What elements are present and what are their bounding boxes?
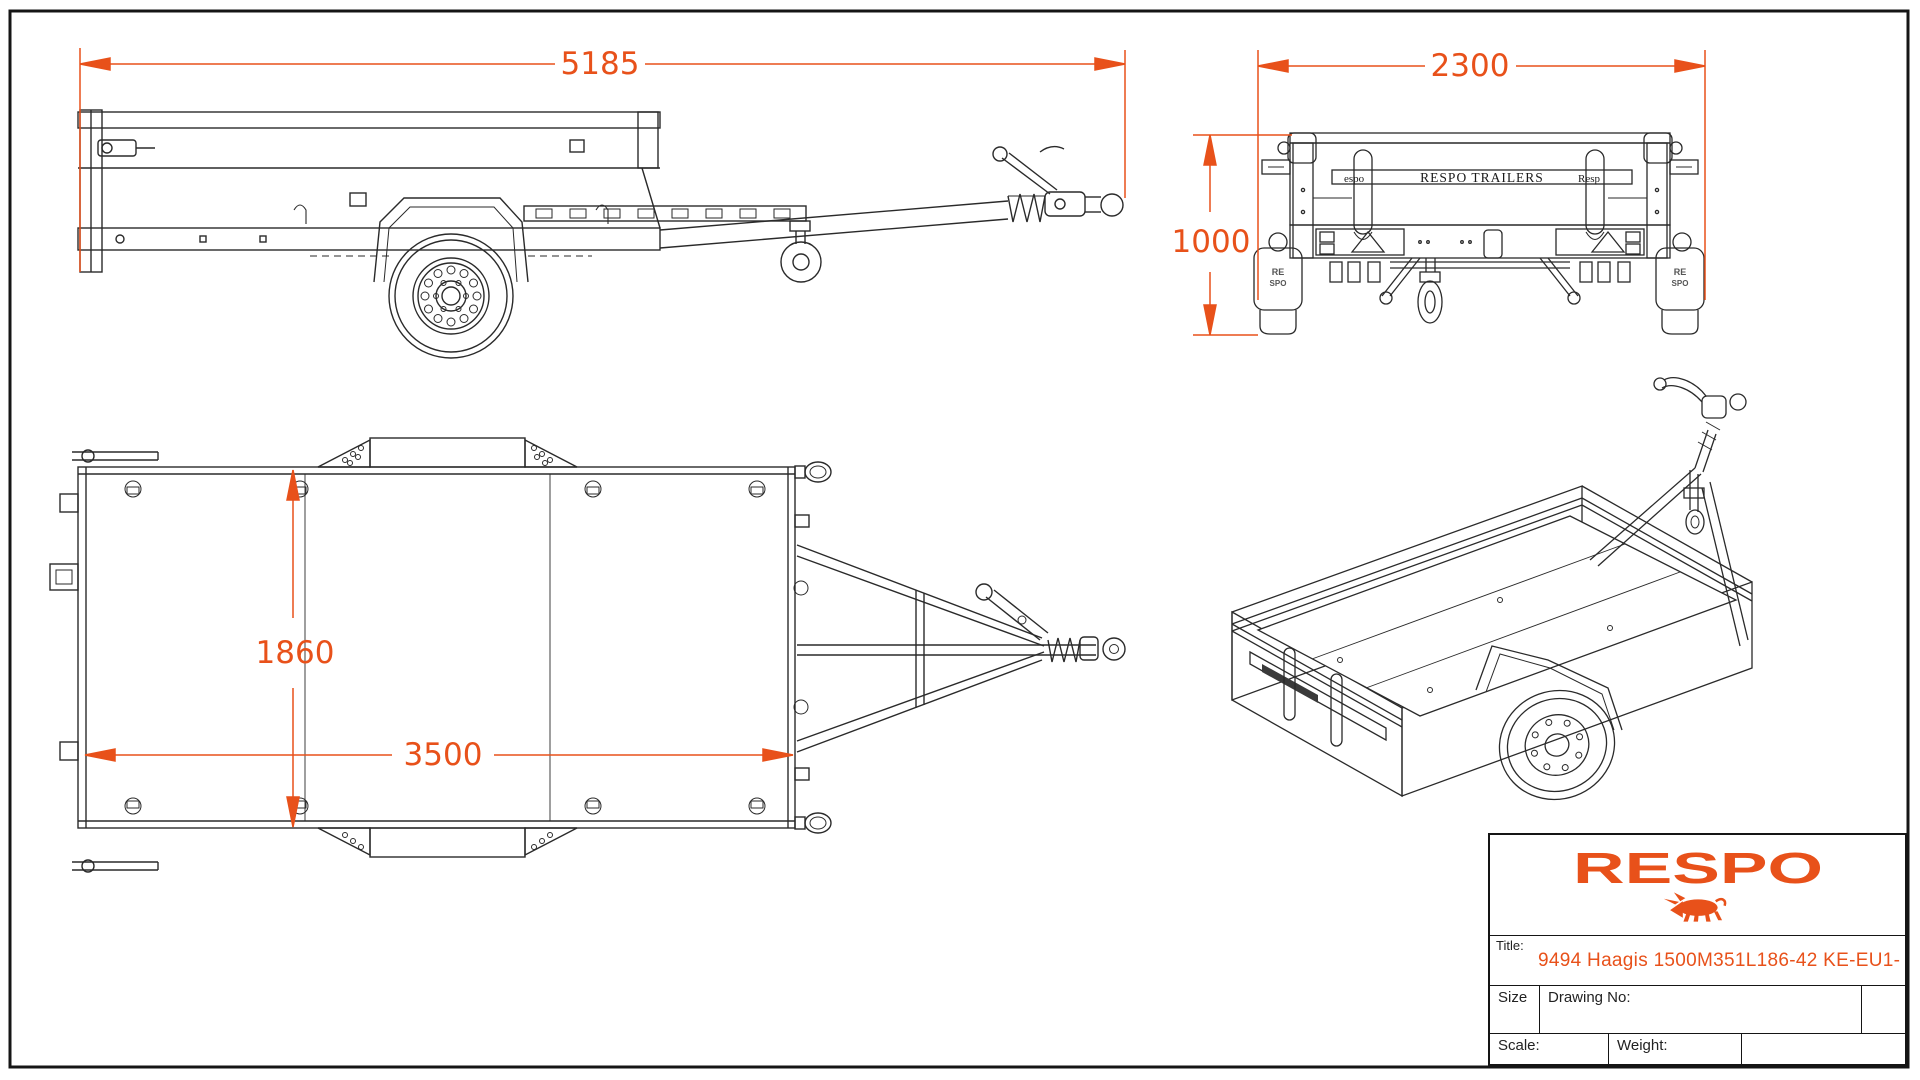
- dim-overall-length: [79, 48, 1126, 272]
- mudguard-logo-left: RE: [1272, 267, 1285, 277]
- svg-text:SPO: SPO: [1672, 279, 1689, 288]
- size-row-empty-cell: [1862, 986, 1905, 1033]
- title-block-logo-row: RESPO: [1490, 835, 1905, 935]
- drawing-title-value: 9494 Haagis 1500M351L186-42 KE-EU1-: [1538, 950, 1901, 971]
- respo-wordmark: RESPO: [1573, 847, 1823, 889]
- title-block-scale-row: Scale: Weight:: [1490, 1033, 1905, 1064]
- dim-bed-length: [84, 748, 794, 762]
- dimension-lines: [79, 48, 1706, 828]
- drawing-no-label: Drawing No:: [1540, 986, 1862, 1033]
- size-label: Size: [1490, 986, 1540, 1033]
- rear-board-text-left: espo: [1344, 173, 1365, 185]
- title-block: RESPO Title: 9494 Haagis 1500M351L186-42: [1488, 833, 1907, 1066]
- scale-row-empty-cell: [1742, 1034, 1905, 1064]
- title-block-title-row: Title: 9494 Haagis 1500M351L186-42 KE-EU…: [1490, 935, 1905, 985]
- top-view: [49, 437, 1126, 873]
- dim-overall-width-value: 2300: [1431, 48, 1510, 84]
- sheet-border: [8, 9, 1910, 1069]
- svg-text:SPO: SPO: [1270, 279, 1287, 288]
- dim-bed-width: [286, 469, 300, 828]
- weight-label: Weight:: [1609, 1034, 1742, 1064]
- respo-logo: RESPO: [1573, 847, 1823, 889]
- rear-view: [1253, 132, 1705, 335]
- title-label: Title:: [1496, 938, 1524, 953]
- rear-board-text-right: Resp: [1578, 173, 1601, 185]
- dim-side-height: [1193, 134, 1292, 336]
- dim-overall-width: [1257, 50, 1706, 300]
- mudguard-logo-right: RE: [1674, 267, 1687, 277]
- dim-bed-length-value: 3500: [404, 737, 483, 773]
- bull-icon: [1663, 892, 1726, 922]
- side-view: [77, 109, 1124, 359]
- dim-bed-width-value: 1860: [256, 635, 335, 671]
- dim-side-height-value: 1000: [1172, 224, 1251, 260]
- dim-overall-length-value: 5185: [561, 46, 640, 82]
- rear-board-text: RESPO TRAILERS: [1420, 170, 1544, 185]
- isometric-view: [1231, 377, 1753, 801]
- title-block-size-row: Size Drawing No:: [1490, 985, 1905, 1033]
- scale-label: Scale:: [1490, 1034, 1609, 1064]
